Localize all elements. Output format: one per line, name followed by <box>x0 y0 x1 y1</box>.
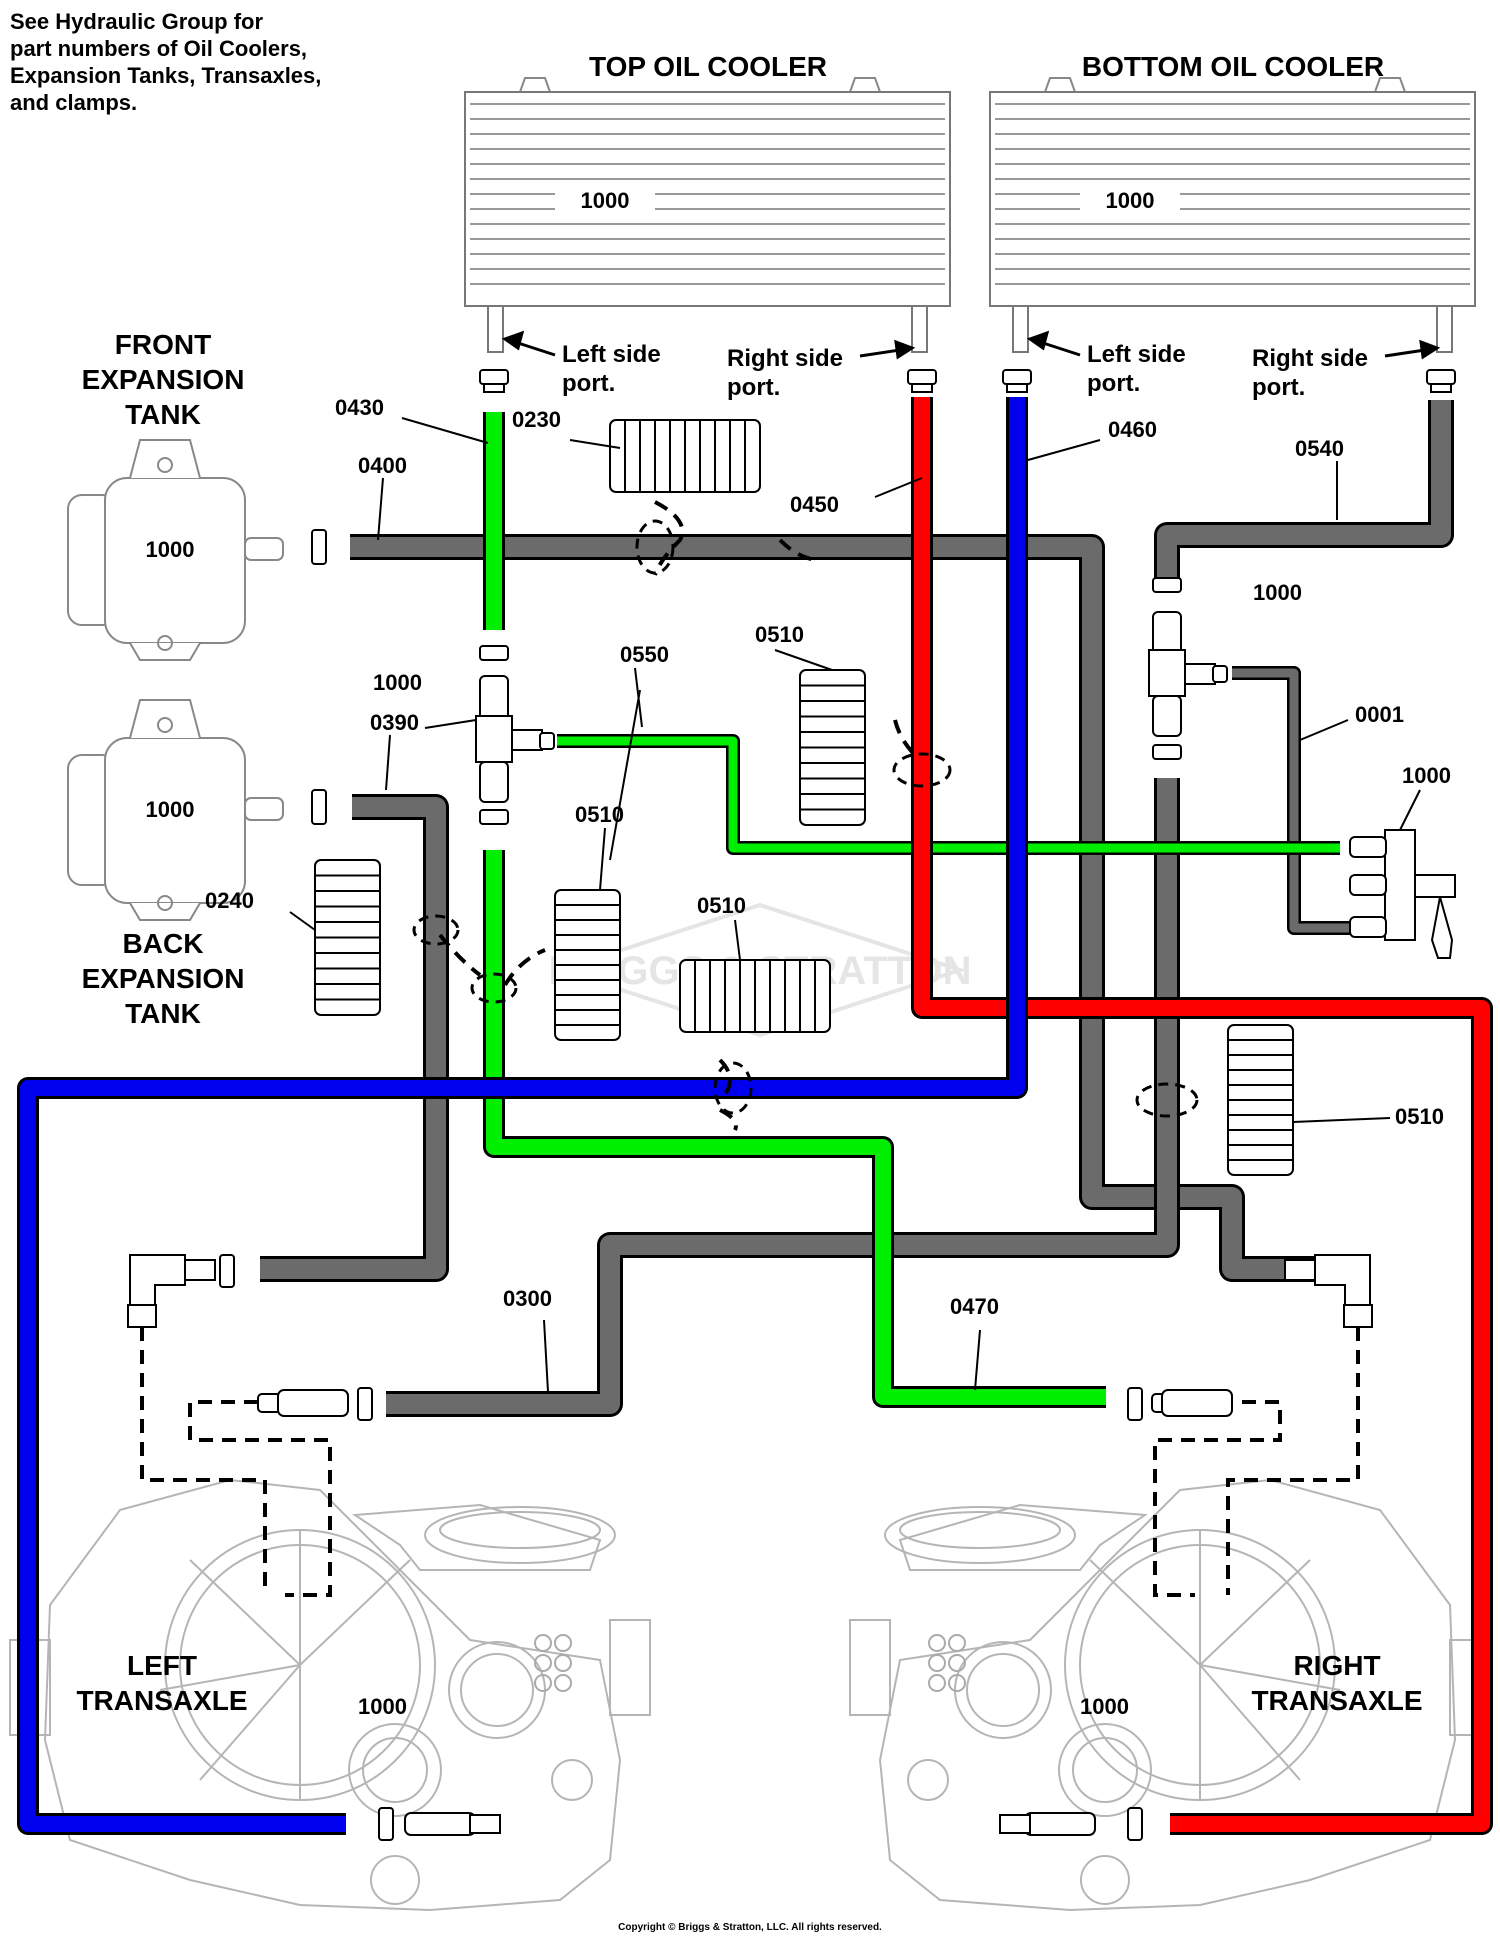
part-label-0460: 0460 <box>1108 417 1157 442</box>
valve-fitting <box>1349 829 1456 959</box>
copyright-text: Copyright © Briggs & Stratton, LLC. All … <box>618 1922 882 1933</box>
elbow-fittings <box>127 1254 1373 1328</box>
back-expansion-tank-title: BACK EXPANSION TANK <box>82 928 245 1029</box>
svg-text:port.: port. <box>1252 374 1305 401</box>
part-number-labels: 0430 0400 0230 0450 0460 0540 0550 0510 … <box>205 395 1451 1719</box>
front-expansion-tank: 1000 <box>67 439 284 661</box>
tee-fittings <box>475 611 1228 803</box>
part-label-1000: 1000 <box>373 670 422 695</box>
part-label-0300: 0300 <box>503 1286 552 1311</box>
colored-hoses <box>17 397 1493 1835</box>
svg-text:port.: port. <box>727 374 780 401</box>
part-label-1000: 1000 <box>146 797 195 822</box>
clamp-stack-0230 <box>609 419 761 493</box>
straight-fittings <box>257 1389 1233 1836</box>
clamps <box>219 369 1456 1841</box>
part-label-0240: 0240 <box>205 888 254 913</box>
svg-text:RIGHT: RIGHT <box>1293 1650 1380 1681</box>
part-label-1000: 1000 <box>1080 1694 1129 1719</box>
hose-0550 <box>557 734 1340 855</box>
svg-text:port.: port. <box>1087 370 1140 397</box>
part-label-0510: 0510 <box>697 893 746 918</box>
right-side-port-label: Right side <box>727 345 843 372</box>
instruction-note: See Hydraulic Group for part numbers of … <box>10 9 322 115</box>
part-label-1000: 1000 <box>581 188 630 213</box>
port-labels: Left side port. Right side port. Left si… <box>501 330 1441 401</box>
right-transaxle <box>849 1478 1491 1912</box>
bottom-oil-cooler-title: BOTTOM OIL COOLER <box>1082 51 1384 82</box>
part-label-0390: 0390 <box>370 710 419 735</box>
part-label-0430: 0430 <box>335 395 384 420</box>
left-side-port-label: Left side <box>562 341 661 368</box>
right-transaxle-title: RIGHT TRANSAXLE <box>1251 1650 1422 1716</box>
part-label-0001: 0001 <box>1355 702 1404 727</box>
svg-text:TRANSAXLE: TRANSAXLE <box>76 1685 247 1716</box>
part-label-1000: 1000 <box>1106 188 1155 213</box>
part-label-1000: 1000 <box>146 537 195 562</box>
svg-text:port.: port. <box>562 370 615 397</box>
top-oil-cooler-title: TOP OIL COOLER <box>589 51 827 82</box>
part-label-0510: 0510 <box>575 802 624 827</box>
part-label-0550: 0550 <box>620 642 669 667</box>
svg-text:FRONT: FRONT <box>115 329 211 360</box>
clamp-stack-0510d <box>1227 1024 1294 1176</box>
part-label-0230: 0230 <box>512 407 561 432</box>
part-label-0540: 0540 <box>1295 436 1344 461</box>
front-expansion-tank-title: FRONT EXPANSION TANK <box>82 329 245 430</box>
part-label-1000: 1000 <box>358 1694 407 1719</box>
part-label-1000: 1000 <box>1402 763 1451 788</box>
part-label-0450: 0450 <box>790 492 839 517</box>
hose-0540 <box>1154 400 1454 588</box>
transaxle-port-circles <box>534 1634 966 1692</box>
bottom-oil-cooler: 1000 <box>989 77 1476 353</box>
part-label-0510: 0510 <box>1395 1104 1444 1129</box>
top-oil-cooler: 1000 <box>464 77 951 353</box>
svg-text:BACK: BACK <box>123 928 204 959</box>
svg-text:EXPANSION: EXPANSION <box>82 364 245 395</box>
clamp-stack-0510b <box>554 889 621 1041</box>
clamp-position-markers <box>412 519 1199 1118</box>
leader-lines <box>289 417 1421 1393</box>
clamp-stack-0510a <box>799 669 866 826</box>
dashed-connectors <box>140 500 1360 1597</box>
part-label-0470: 0470 <box>950 1294 999 1319</box>
gray-hoses <box>260 400 1454 1417</box>
right-side-port-label: Right side <box>1252 345 1368 372</box>
clamp-stack-0510c <box>679 959 831 1033</box>
part-label-1000: 1000 <box>1253 580 1302 605</box>
part-label-0510: 0510 <box>755 622 804 647</box>
clamp-stack-0240 <box>314 859 381 1016</box>
part-label-0400: 0400 <box>358 453 407 478</box>
back-expansion-tank: 1000 <box>67 699 284 921</box>
left-transaxle <box>9 1478 651 1912</box>
svg-text:LEFT: LEFT <box>127 1650 197 1681</box>
svg-text:TRANSAXLE: TRANSAXLE <box>1251 1685 1422 1716</box>
left-transaxle-title: LEFT TRANSAXLE <box>76 1650 247 1716</box>
svg-text:TANK: TANK <box>125 399 201 430</box>
svg-text:EXPANSION: EXPANSION <box>82 963 245 994</box>
left-side-port-label: Left side <box>1087 341 1186 368</box>
svg-text:TANK: TANK <box>125 998 201 1029</box>
